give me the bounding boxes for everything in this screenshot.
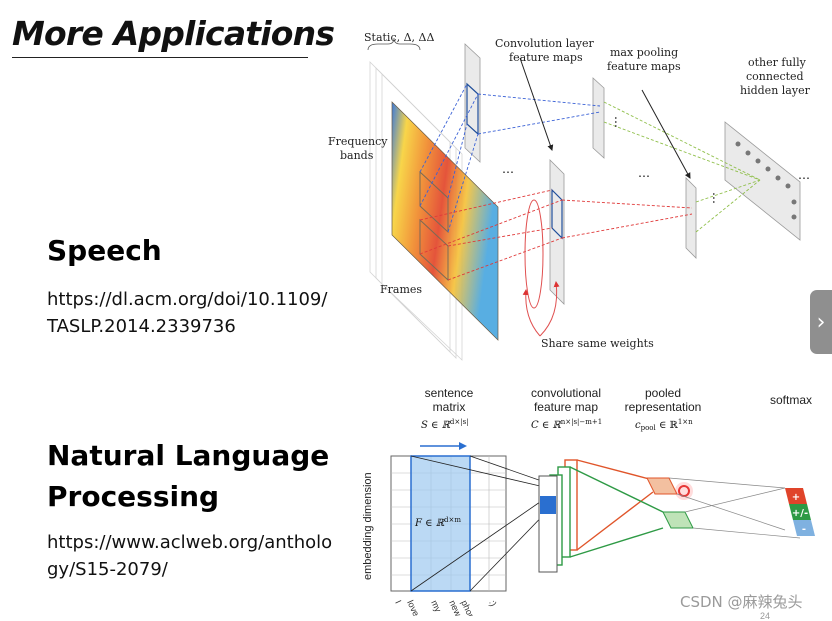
pool-label-2: feature maps [607, 60, 681, 73]
ellipsis-2: ⋯ [609, 116, 623, 128]
fc-neurons [735, 141, 797, 220]
svg-text:C ∈ ℝn×|s|−m+1: C ∈ ℝn×|s|−m+1 [531, 418, 602, 431]
pooled-label-2: representation [625, 400, 702, 414]
svg-text:F ∈ ℝd×m: F ∈ ℝd×m [414, 516, 461, 529]
next-slide-button[interactable]: › [810, 290, 832, 354]
conv-map-label-2: feature map [534, 400, 598, 414]
word-label: I [393, 599, 403, 606]
fc-layer [724, 121, 801, 241]
filter-window [410, 455, 471, 592]
blue-connections [419, 83, 601, 233]
spectrogram-heatmap [392, 102, 498, 340]
conv-map-2 [549, 159, 565, 305]
nlp-heading-line1: Natural Language [47, 439, 330, 472]
svg-text:S ∈ ℝd×|s|: S ∈ ℝd×|s| [421, 418, 469, 431]
chevron-right-icon: › [816, 309, 826, 335]
pooled-label-1: pooled [645, 386, 681, 400]
pooled-formula-sup: 1×n [678, 418, 693, 426]
pool-map-2 [685, 177, 697, 259]
word-label: love [405, 599, 421, 616]
frames-label: Frames [380, 283, 422, 296]
pooled-formula-sub: pool [641, 424, 657, 432]
title-underline [12, 57, 308, 58]
conv-formula: C ∈ ℝ [531, 420, 561, 431]
filter-formula: F ∈ ℝ [414, 518, 445, 529]
softmax-label: softmax [770, 393, 812, 407]
word-label: :) [487, 599, 498, 608]
nlp-cnn-figure: sentence matrix convolutional feature ma… [362, 386, 815, 616]
watermark: CSDN @麻辣兔头 [680, 593, 803, 611]
fc-label-3: hidden layers [740, 84, 810, 97]
sentence-label-1: sentence [425, 386, 474, 400]
embedding-axis-label: embedding dimension [362, 472, 374, 580]
softmax-outputs [785, 488, 815, 536]
sentence-formula: S ∈ ℝ [421, 420, 451, 431]
nlp-heading-line2: Processing [47, 480, 220, 513]
nlp-link[interactable]: https://www.aclweb.org/anthology/S15-207… [47, 532, 333, 580]
pooled-formula: c [635, 420, 641, 431]
speech-link[interactable]: https://dl.acm.org/doi/10.1109/TASLP.201… [47, 289, 328, 337]
static-label: Static, Δ, ΔΔ [364, 31, 434, 44]
conv-formula-sup: n×|s|−m+1 [561, 418, 603, 426]
ellipsis-3: ⋯ [638, 169, 650, 183]
softmax-neutral: +/- [792, 508, 808, 519]
speech-cnn-figure: ⋯ ⋯ ⋯ ⋯ ⋯ Static, Δ, ΔΔ Convolution laye… [328, 31, 810, 361]
fc-label-1: other fully [748, 56, 807, 69]
pooled-node-orange [646, 477, 678, 495]
ellipsis-5: ⋯ [798, 171, 810, 185]
convolutional-feature-maps [538, 459, 578, 573]
share-weights-label: Share same weights [541, 337, 654, 350]
sentence-label-2: matrix [433, 400, 466, 414]
conv-label-2: feature maps [509, 51, 583, 64]
green-connections [603, 101, 761, 233]
word-label: my [429, 599, 443, 615]
fc-label-2: connected [746, 70, 804, 83]
softmax-plus: + [792, 492, 800, 503]
pool-map-1 [592, 77, 605, 159]
pooled-formula-2: ∈ ℝ [656, 420, 679, 431]
conv-label-1: Convolution layer [495, 37, 595, 50]
pool-label-1: max pooling [610, 46, 678, 59]
conv-map-label-1: convolutional [531, 386, 601, 400]
page-number: 24 [760, 611, 771, 621]
page-title: More Applications [12, 14, 335, 53]
freq-label-1: Frequency [328, 135, 388, 148]
speech-heading: Speech [47, 234, 162, 267]
svg-text:cpool ∈ ℝ1×n: cpool ∈ ℝ1×n [635, 418, 693, 432]
sentence-formula-sup: d×|s| [450, 418, 469, 426]
pooled-node-green [662, 511, 694, 529]
ellipsis-1: ⋯ [502, 165, 514, 179]
freq-label-2: bands [340, 149, 374, 162]
filter-formula-sup: d×m [444, 516, 461, 524]
spectrogram-stack [369, 61, 463, 361]
ellipsis-4: ⋯ [707, 192, 721, 204]
softmax-minus: - [802, 524, 806, 535]
